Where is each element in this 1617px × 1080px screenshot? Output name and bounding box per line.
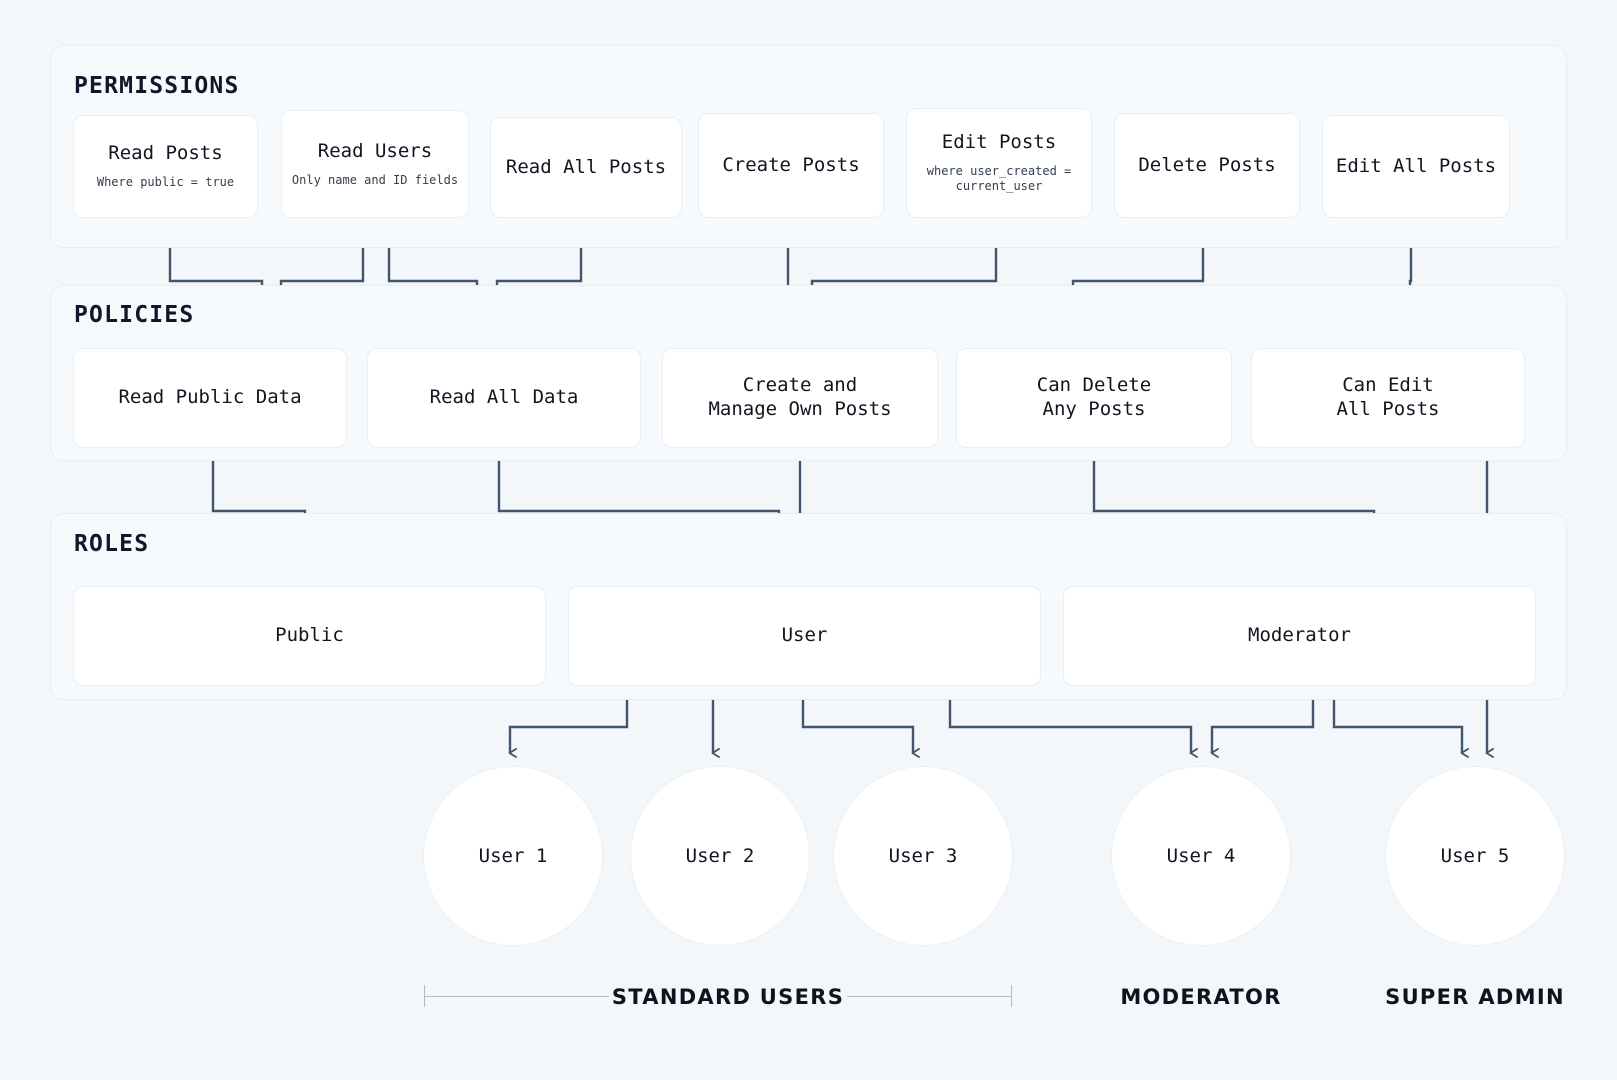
permission-subtitle: Where public = true (96, 175, 235, 190)
permission-card-delete-posts[interactable]: Delete Posts (1114, 113, 1300, 218)
user-label: User 5 (1440, 845, 1510, 867)
permission-subtitle: where user_created = current_user (926, 163, 1072, 194)
permission-card-edit-posts[interactable]: Edit Posts where user_created = current_… (906, 108, 1092, 218)
user-node-2[interactable]: User 2 (630, 766, 810, 946)
policy-card-read-all-data[interactable]: Read All Data (367, 348, 641, 448)
permission-title: Read Posts (108, 142, 223, 165)
role-title: Moderator (1248, 624, 1351, 647)
user-node-5[interactable]: User 5 (1385, 766, 1565, 946)
permissions-section-title: PERMISSIONS (74, 73, 240, 99)
standard-users-bracket-right-line (847, 996, 1012, 997)
permission-card-edit-all-posts[interactable]: Edit All Posts (1322, 115, 1510, 218)
permission-subtitle: Only name and ID fields (291, 172, 459, 187)
policy-card-read-public-data[interactable]: Read Public Data (73, 348, 347, 448)
user-node-3[interactable]: User 3 (833, 766, 1013, 946)
user-label: User 1 (478, 845, 548, 867)
user-label: User 4 (1166, 845, 1236, 867)
policy-title: Can Delete Any Posts (1036, 374, 1152, 420)
permission-card-read-users[interactable]: Read Users Only name and ID fields (281, 110, 469, 218)
policy-title: Read All Data (429, 386, 579, 409)
policy-card-can-delete-any-posts[interactable]: Can Delete Any Posts (956, 348, 1232, 448)
roles-section-title: ROLES (74, 531, 150, 557)
permission-title: Create Posts (722, 153, 860, 176)
group-label-super-admin: SUPER ADMIN (1385, 985, 1565, 1009)
group-label-standard-users: STANDARD USERS (611, 985, 845, 1009)
permission-title: Delete Posts (1138, 153, 1276, 176)
policy-card-can-edit-all-posts[interactable]: Can Edit All Posts (1251, 348, 1525, 448)
permission-card-create-posts[interactable]: Create Posts (698, 113, 884, 218)
user-label: User 2 (685, 845, 755, 867)
standard-users-bracket-left-line (424, 996, 609, 997)
role-card-public[interactable]: Public (73, 586, 546, 686)
user-node-4[interactable]: User 4 (1111, 766, 1291, 946)
policy-card-create-manage-own-posts[interactable]: Create and Manage Own Posts (662, 348, 938, 448)
standard-users-bracket-right-cap (1011, 985, 1012, 1007)
user-node-1[interactable]: User 1 (423, 766, 603, 946)
policies-section-title: POLICIES (74, 302, 195, 328)
policy-title: Read Public Data (118, 386, 302, 409)
permission-card-read-all-posts[interactable]: Read All Posts (490, 117, 682, 218)
role-card-moderator[interactable]: Moderator (1063, 586, 1536, 686)
role-card-user[interactable]: User (568, 586, 1041, 686)
role-title: User (781, 624, 828, 647)
policy-title: Create and Manage Own Posts (708, 374, 892, 420)
permission-title: Edit All Posts (1335, 154, 1497, 177)
permission-title: Edit Posts (941, 131, 1057, 154)
group-label-moderator: MODERATOR (1120, 985, 1282, 1009)
permission-title: Read All Posts (505, 155, 667, 178)
policy-title: Can Edit All Posts (1336, 374, 1440, 420)
permission-card-read-posts[interactable]: Read Posts Where public = true (73, 115, 258, 218)
permission-title: Read Users (317, 139, 433, 162)
user-label: User 3 (888, 845, 958, 867)
role-title: Public (275, 624, 344, 647)
